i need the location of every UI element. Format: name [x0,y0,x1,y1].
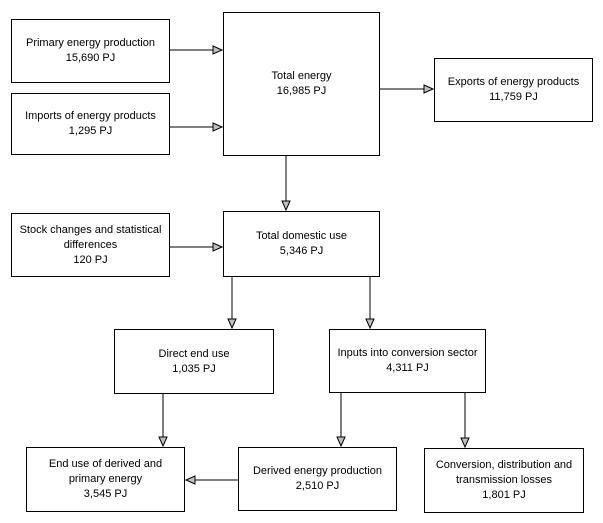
box-stock-changes-and-statistical-differences: Stock changes and statistical difference… [11,213,170,277]
box-value: 15,690 PJ [65,52,116,64]
box-value: 3,545 PJ [83,488,128,500]
box-value: 120 PJ [73,253,108,266]
box-label: Derived energy production [252,465,383,477]
box-value: 16,985 PJ [276,85,327,97]
box-label: Inputs into conversion sector [337,347,478,359]
box-inputs-into-conversion-sector: Inputs into conversion sector 4,311 PJ [329,329,486,393]
box-direct-end-use: Direct end use 1,035 PJ [114,329,274,394]
box-end-use-of-derived-and-primary-energy: End use of derived and primary energy 3,… [26,447,185,512]
box-value: 11,759 PJ [489,91,538,103]
box-label: Primary energy production [25,37,155,49]
box-exports-of-energy-products: Exports of energy products 11,759 PJ [434,58,593,122]
box-value: 1,035 PJ [172,362,216,375]
box-value: 1,801 PJ [482,489,526,501]
box-conversion-distribution-and-transmission-losses: Conversion, distribution and transmissio… [424,448,584,513]
box-value: 4,311 PJ [386,362,429,374]
box-primary-energy-production: Primary energy production 15,690 PJ [11,19,170,83]
box-label: Stock changes and statistical difference… [19,223,162,251]
box-label: Total energy [271,70,332,82]
box-value: 1,295 PJ [68,125,113,137]
box-imports-of-energy-products: Imports of energy products 1,295 PJ [11,93,170,155]
box-value: 2,510 PJ [295,480,340,492]
box-total-domestic-use: Total domestic use 5,346 PJ [223,211,380,277]
box-total-energy: Total energy 16,985 PJ [223,12,380,156]
box-label: Imports of energy products [25,110,156,122]
box-derived-energy-production: Derived energy production 2,510 PJ [238,447,397,511]
box-label: Exports of energy products [447,76,580,88]
box-value: 5,346 PJ [279,245,324,257]
box-label: End use of derived and primary energy [48,458,163,485]
box-label: Total domestic use [255,230,348,242]
box-label: Conversion, distribution and transmissio… [435,459,573,486]
box-label: Direct end use [158,347,230,360]
